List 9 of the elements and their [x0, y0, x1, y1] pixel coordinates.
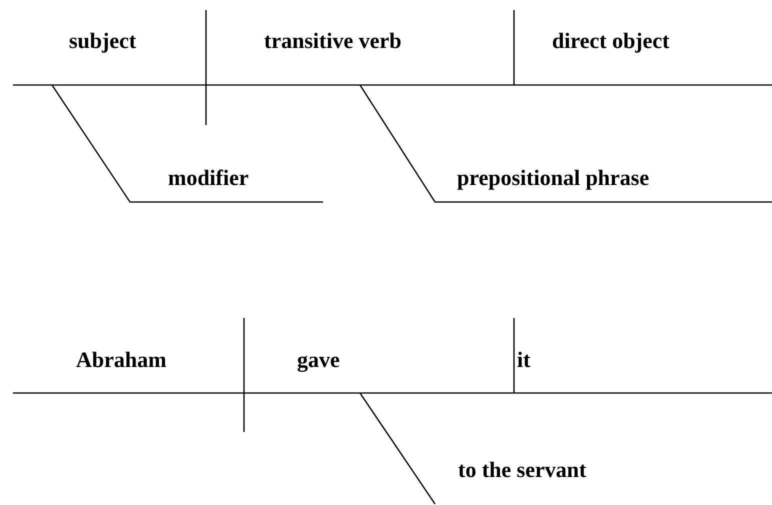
word-label: direct object — [552, 28, 670, 54]
word-label: subject — [69, 28, 136, 54]
word-label: modifier — [168, 165, 249, 191]
word-label: prepositional phrase — [457, 165, 650, 191]
word-label: to the servant — [458, 457, 586, 483]
word-label: gave — [297, 347, 340, 373]
word-label: Abraham — [76, 347, 166, 373]
word-label: it — [517, 347, 530, 373]
word-label: transitive verb — [264, 28, 402, 54]
